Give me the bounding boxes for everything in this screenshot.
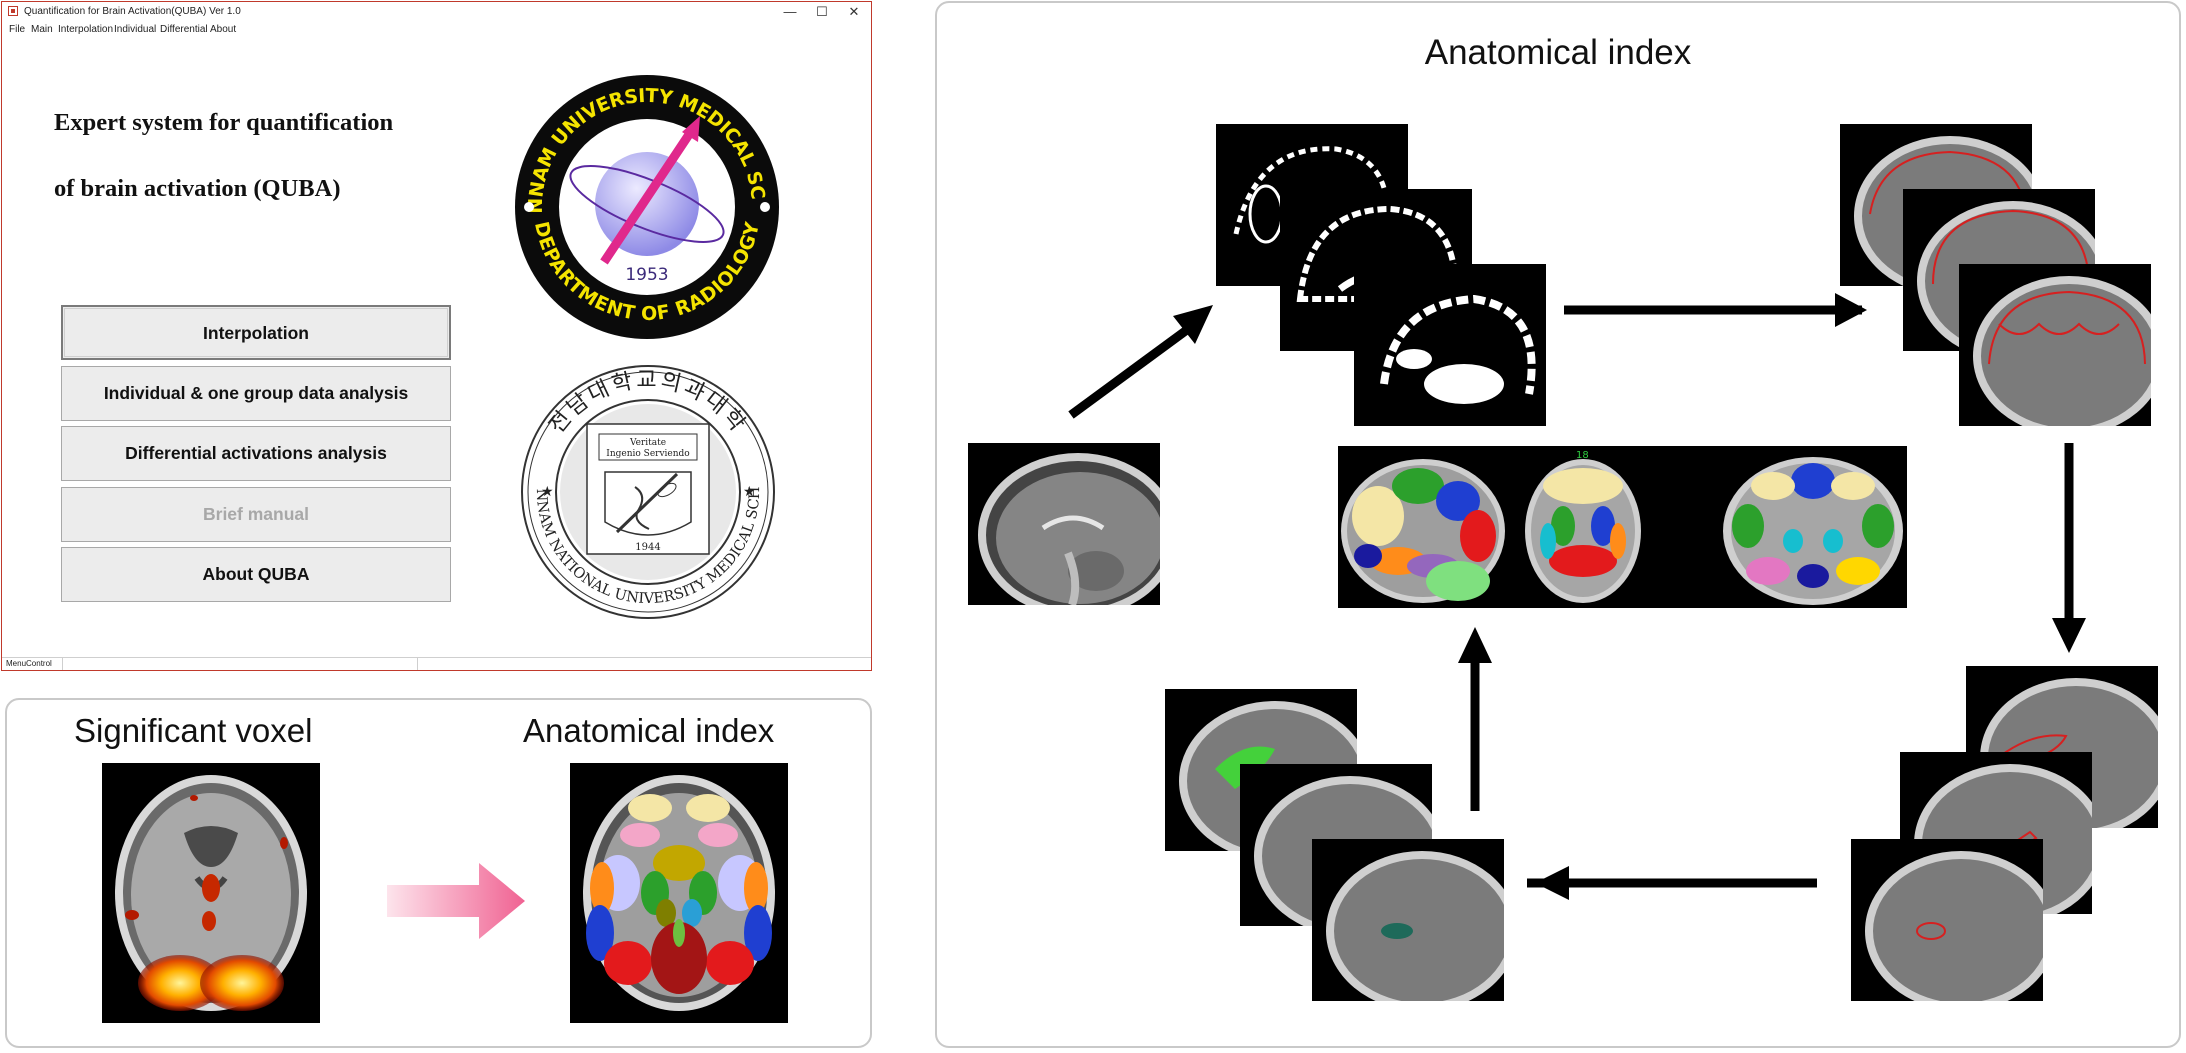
menu-bar: File Main Interpolation Individual Diffe… (2, 22, 871, 38)
close-button[interactable]: ✕ (848, 4, 860, 19)
anatomical-index-title: Anatomical index (523, 712, 775, 749)
seal-motto-2: Ingenio Serviendo (606, 449, 689, 459)
brief-manual-button[interactable]: Brief manual (61, 487, 451, 542)
seal-motto-1: Veritate (629, 438, 666, 448)
minimize-button[interactable]: — (783, 4, 797, 19)
source-mri-image (968, 443, 1160, 605)
slice-number-label: 18 (1576, 450, 1589, 461)
significance-panel: Significant voxel Anatomical index (5, 698, 872, 1048)
individual-analysis-button[interactable]: Individual & one group data analysis (61, 366, 451, 421)
menu-main[interactable]: Main (31, 24, 53, 35)
menu-about[interactable]: About (210, 24, 237, 35)
transform-arrow (387, 863, 525, 939)
app-heading: Expert system for quantification of brai… (54, 90, 494, 222)
heading-line-2: of brain activation (QUBA) (54, 175, 341, 202)
menu-interpolation[interactable]: Interpolation (58, 24, 114, 35)
medical-school-seal: 전남대학교의과대학 CHONNAM NATIONAL UNIVERSITY ME… (517, 362, 775, 619)
significant-voxel-title: Significant voxel (74, 712, 313, 749)
interpolation-button[interactable]: Interpolation (61, 305, 451, 360)
menu-individual[interactable]: Individual (114, 24, 157, 35)
status-text: MenuControl (6, 659, 52, 668)
app-icon (8, 6, 18, 16)
maximize-button[interactable]: ☐ (816, 4, 828, 19)
quba-window: Quantification for Brain Activation(QUBA… (1, 1, 872, 671)
roi-slice-3 (1312, 839, 1504, 1001)
anatomical-index-image (570, 763, 788, 1023)
menu-differential[interactable]: Differential (160, 24, 208, 35)
outline-slice-3 (1959, 264, 2151, 426)
radiology-logo: CHONNAM UNIVERSITY MEDICAL SCHOOL DEPART… (512, 72, 779, 339)
svg-text:★: ★ (743, 483, 756, 499)
window-title: Quantification for Brain Activation(QUBA… (24, 6, 241, 17)
menu-file[interactable]: File (9, 24, 26, 35)
differential-analysis-button[interactable]: Differential activations analysis (61, 426, 451, 481)
about-quba-button[interactable]: About QUBA (61, 547, 451, 602)
workflow-arrows (1068, 293, 2086, 900)
workflow-title: Anatomical index (1424, 33, 1692, 72)
logo-year: 1953 (625, 265, 668, 285)
workflow-panel: Anatomical index (935, 1, 2181, 1048)
atlas-triptych: 18 (1338, 446, 1907, 608)
seal-year: 1944 (635, 542, 660, 553)
significant-voxel-image (102, 763, 320, 1023)
heading-line-1: Expert system for quantification (54, 109, 394, 136)
title-bar: Quantification for Brain Activation(QUBA… (2, 2, 871, 22)
roi-outline-slice-3 (1851, 839, 2043, 1001)
status-bar: MenuControl (2, 657, 871, 670)
mask-slice-3 (1354, 264, 1546, 426)
svg-text:★: ★ (541, 483, 554, 499)
